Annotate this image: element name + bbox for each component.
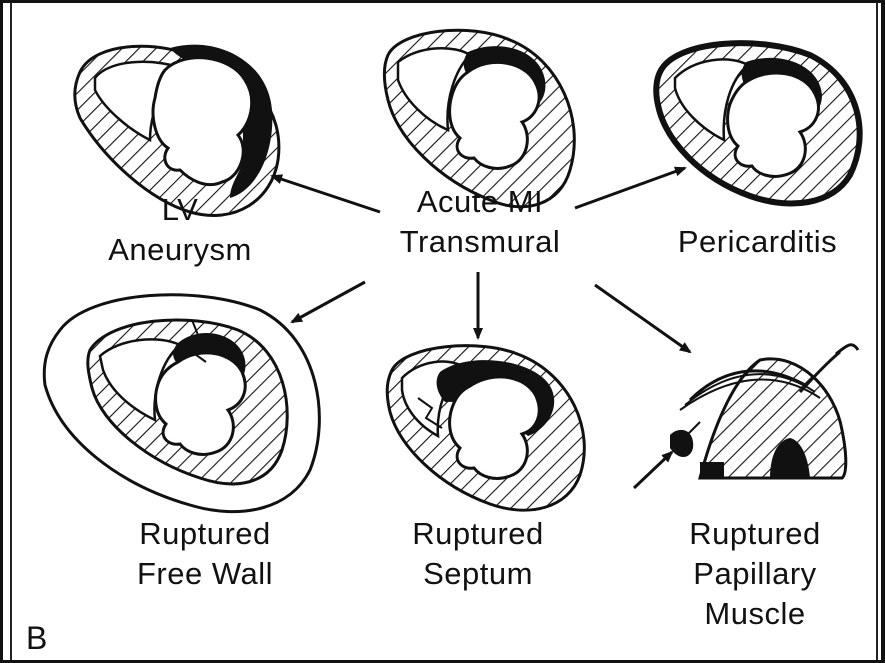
heart-ruptured-papillary <box>670 345 858 478</box>
label-ruptured-papillary: Ruptured Papillary Muscle <box>655 514 855 634</box>
heart-acute-mi <box>384 30 574 207</box>
label-papillary-line2: Papillary <box>655 554 855 594</box>
label-acute-mi: Acute MI Transmural <box>370 182 590 262</box>
heart-pericarditis <box>656 43 859 203</box>
heart-ruptured-septum <box>387 346 584 510</box>
arrow-papillary-rupture <box>634 452 672 488</box>
label-acute-mi-line1: Acute MI <box>370 182 590 222</box>
arrow-to-free-wall <box>292 282 365 322</box>
heart-ruptured-free-wall <box>44 295 319 512</box>
label-acute-mi-line2: Transmural <box>370 222 590 262</box>
label-septum-line1: Ruptured <box>378 514 578 554</box>
label-pericarditis-line1: Pericarditis <box>650 222 865 262</box>
label-septum-line2: Septum <box>378 554 578 594</box>
arrow-to-lv-aneurysm <box>272 176 380 212</box>
label-pericarditis: Pericarditis <box>650 222 865 262</box>
label-lv-aneurysm-line2: Aneurysm <box>80 230 280 270</box>
label-free-wall-line2: Free Wall <box>95 554 315 594</box>
panel-label: B <box>26 620 47 656</box>
label-papillary-line3: Muscle <box>655 594 855 634</box>
label-papillary-line1: Ruptured <box>655 514 855 554</box>
arrow-to-pericarditis <box>575 168 685 208</box>
label-free-wall-line1: Ruptured <box>95 514 315 554</box>
label-ruptured-free-wall: Ruptured Free Wall <box>95 514 315 594</box>
label-ruptured-septum: Ruptured Septum <box>378 514 578 594</box>
label-lv-aneurysm-line1: LV <box>80 190 280 230</box>
arrow-to-papillary <box>595 285 690 352</box>
label-lv-aneurysm: LV Aneurysm <box>80 190 280 270</box>
